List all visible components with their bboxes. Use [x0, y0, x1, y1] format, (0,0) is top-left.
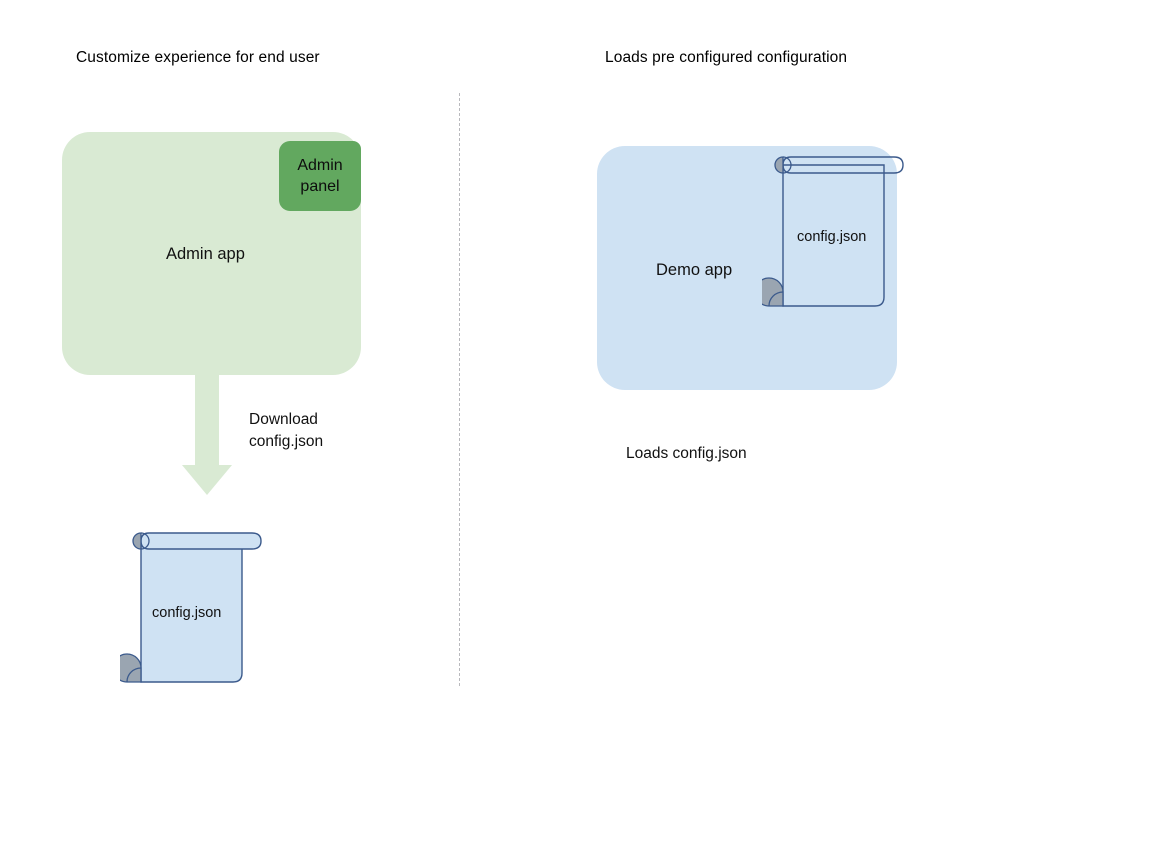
config-json-label-right: config.json [797, 229, 867, 245]
right-section-title: Loads pre configured configuration [605, 49, 848, 66]
left-section-title: Customize experience for end user [76, 49, 320, 66]
admin-panel-label-line2: panel [300, 178, 340, 195]
download-arrow-label-line1: Download [249, 411, 318, 428]
admin-panel-chip[interactable]: Admin panel [279, 141, 361, 211]
config-json-label-left: config.json [152, 605, 222, 621]
admin-app-label: Admin app [166, 245, 245, 263]
download-arrow-label-line2: config.json [249, 433, 324, 451]
loads-config-caption: Loads config.json [626, 445, 747, 462]
demo-app-box[interactable] [597, 146, 897, 390]
download-arrow-icon [182, 370, 232, 495]
vertical-dashed-divider [459, 93, 460, 686]
admin-panel-label-line1: Admin [297, 156, 343, 174]
demo-app-label: Demo app [656, 261, 733, 279]
download-arrow-label: Download config.json [249, 409, 323, 454]
